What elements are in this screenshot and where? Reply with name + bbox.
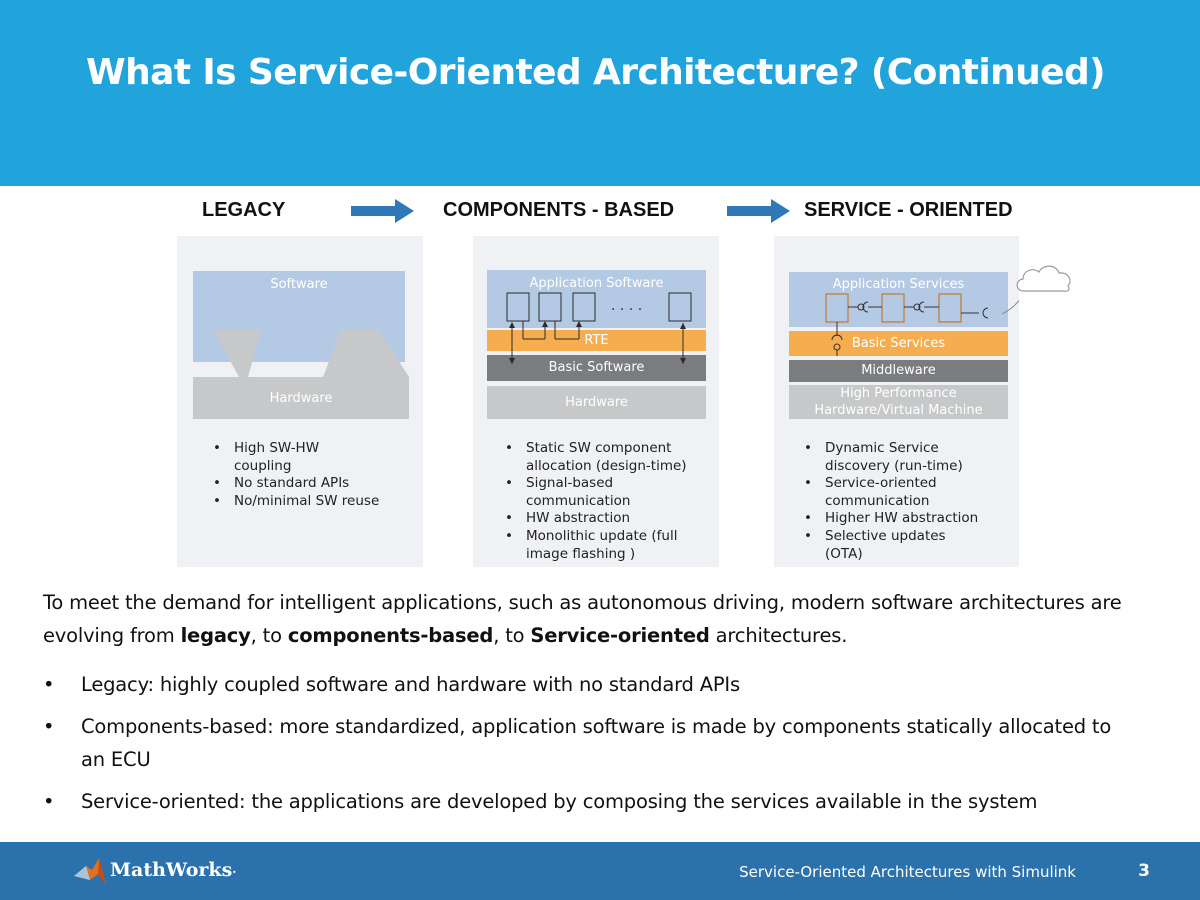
high-performance-hardware-block: High Performance Hardware/Virtual Machin… [789,385,1008,419]
stage-service-label: SERVICE - ORIENTED [804,199,1013,221]
footer-bar: MathWorks· Service-Oriented Architecture… [0,842,1200,900]
list-item: Components-based: more standardized, app… [43,710,1121,776]
right-arrow-icon [727,199,790,223]
hardware-label-line-2: Hardware/Virtual Machine [814,403,983,418]
hardware-label: Hardware [565,395,628,410]
intro-text: architectures. [709,624,848,647]
list-item: Legacy: highly coupled software and hard… [43,668,1163,701]
list-item: Service-oriented: the applications are d… [43,785,1163,818]
basic-software-block: Basic Software [487,355,706,381]
intro-text: , to [250,624,288,647]
basic-services-block: Basic Services [789,331,1008,356]
list-item: Dynamic Service discovery (run-time) [802,440,975,475]
intro-text: , to [493,624,531,647]
cloud-icon [1016,265,1071,292]
title-bar: What Is Service-Oriented Architecture? (… [0,0,1200,186]
slide-title: What Is Service-Oriented Architecture? (… [86,52,1106,93]
stage-legacy-label: LEGACY [202,199,286,221]
application-services-label: Application Services [832,277,965,292]
software-components-diagram [506,292,692,364]
mathworks-logo-icon [74,858,106,884]
service-connections-diagram [825,293,1019,356]
service-oriented-bullets: Dynamic Service discovery (run-time) Ser… [802,440,978,563]
more-components-indicator: . . . . [611,298,643,314]
list-item: No/minimal SW reuse [211,493,379,511]
body-text: To meet the demand for intelligent appli… [43,586,1163,818]
list-item: Signal-based communication [503,475,636,510]
logo-mark: · [232,865,237,879]
footer-presentation-title: Service-Oriented Architectures with Simu… [739,863,1076,881]
intro-text: To meet the demand for intelligent appli… [43,591,1122,647]
hardware-block: Hardware [487,386,706,419]
hardware-label-line-1: High Performance [840,386,957,401]
basic-software-label: Basic Software [548,360,645,375]
list-item: High SW-HW coupling [211,440,344,475]
list-item: Monolithic update (full image flashing ) [503,528,686,563]
list-item: Selective updates (OTA) [802,528,955,563]
intro-paragraph: To meet the demand for intelligent appli… [43,586,1163,652]
mathworks-logo-text: MathWorks· [110,859,236,881]
bold-term-legacy: legacy [180,624,251,647]
middleware-label: Middleware [861,363,936,378]
software-label: Software [270,277,328,292]
stage-components-label: COMPONENTS - BASED [443,199,675,221]
logo-wordmark: MathWorks [110,859,233,881]
legacy-bullets: High SW-HW coupling No standard APIs No/… [211,440,379,510]
components-panel: Application Software RTE Basic Software … [473,236,719,567]
page-number: 3 [1138,861,1150,881]
rte-block: RTE [487,330,706,351]
list-item: Higher HW abstraction [802,510,978,528]
list-item: HW abstraction [503,510,696,528]
basic-services-label: Basic Services [851,336,946,351]
list-item: Static SW component allocation (design-t… [503,440,696,475]
right-arrow-icon [351,199,414,223]
application-software-label: Application Software [529,276,664,291]
list-item: No standard APIs [211,475,379,493]
hardware-block [193,330,409,419]
bold-term-service-oriented: Service-oriented [530,624,710,647]
components-bullets: Static SW component allocation (design-t… [503,440,696,563]
hardware-label: Hardware [269,391,333,406]
middleware-block: Middleware [789,360,1008,382]
list-item: Service-oriented communication [802,475,955,510]
service-oriented-panel: Application Services Basic Services Midd… [774,236,1019,567]
bold-term-components-based: components-based [287,624,494,647]
rte-label: RTE [584,333,609,348]
legacy-panel: Software Hardware High SW-HW coupling No… [177,236,423,567]
